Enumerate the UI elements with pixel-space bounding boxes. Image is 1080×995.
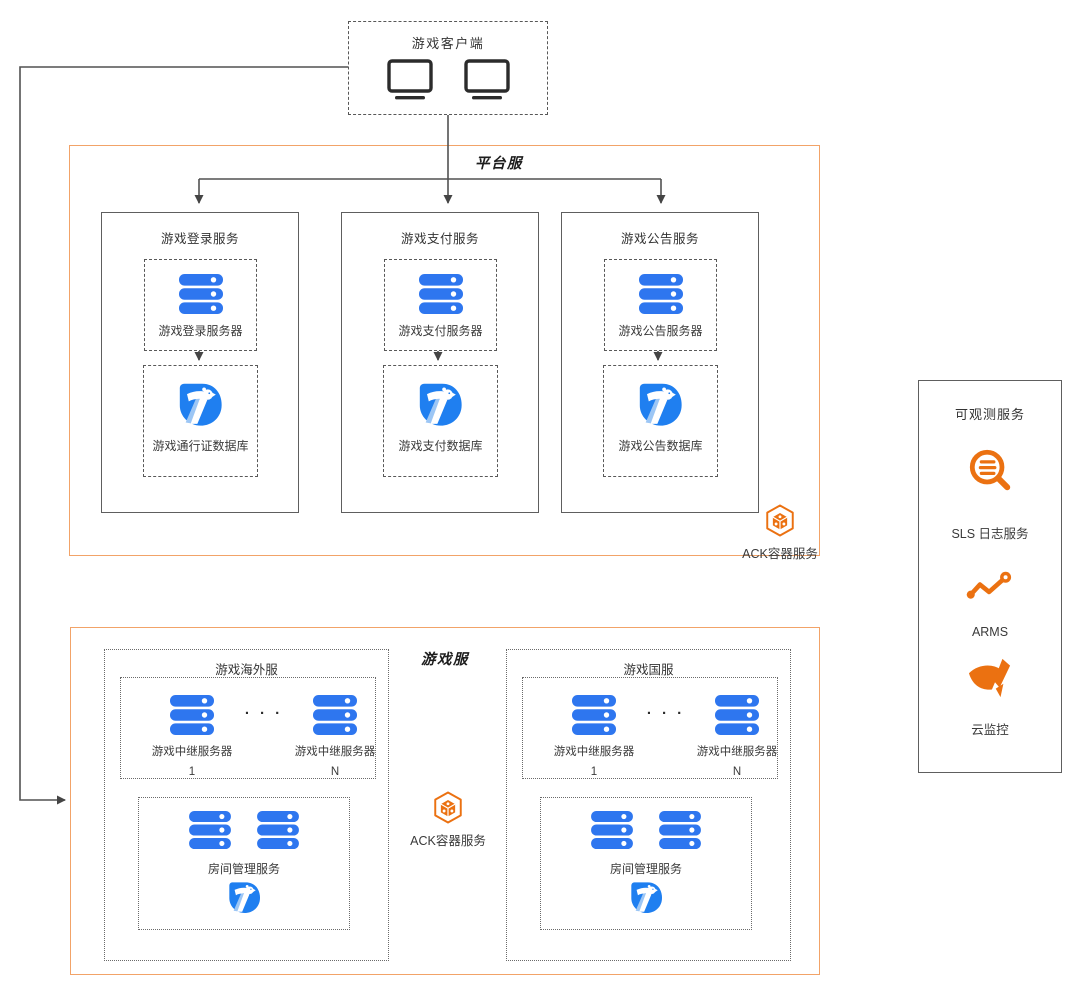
monitor-icon <box>386 59 434 100</box>
payment-server-label: 游戏支付服务器 <box>398 324 483 338</box>
china-relay-box: 游戏中继服务器 1 · · · 游戏中继服务器 N <box>522 677 778 779</box>
polardb-database-icon <box>178 382 223 427</box>
china-group-title: 游戏国服 <box>623 663 674 677</box>
platform-ack-badge: ACK容器服务 <box>710 504 850 562</box>
announcement-service-title: 游戏公告服务 <box>620 232 699 246</box>
relay-server-label: 游戏中继服务器 <box>294 746 376 758</box>
announcement-server-label: 游戏公告服务器 <box>618 324 703 338</box>
payment-service-box: 游戏支付服务 游戏支付服务器 游戏支付数据库 <box>341 212 539 513</box>
platform-section: 平台服 游戏登录服务 游戏登录服务器 游戏通行证数据库 游戏支付服务 游戏支付服… <box>69 145 820 561</box>
server-stack-icon <box>189 811 231 849</box>
china-server-group: 游戏国服 游戏中继服务器 1 · · · 游戏中继服务器 N <box>506 649 791 961</box>
platform-section-title: 平台服 <box>475 156 523 172</box>
ellipsis-dots: · · · <box>646 705 686 722</box>
relay-server-unit: 游戏中继服务器 N <box>687 695 787 780</box>
ack-container-service-icon <box>433 791 463 824</box>
server-stack-icon <box>639 274 683 314</box>
observability-panel: 可观测服务 SLS 日志服务 ARMS 云监控 <box>918 380 1062 773</box>
game-section: 游戏服 游戏海外服 游戏中继服务器 1 · · · 游戏中继服务器 N <box>70 627 820 975</box>
polardb-database-icon <box>228 881 261 914</box>
server-stack-icon <box>715 695 759 735</box>
relay-server-index: 1 <box>590 765 598 778</box>
relay-server-unit: 游戏中继服务器 N <box>285 695 385 780</box>
room-server-icons <box>591 811 701 849</box>
login-service-title: 游戏登录服务 <box>160 232 239 246</box>
payment-database-label: 游戏支付数据库 <box>398 439 483 453</box>
payment-database-cell: 游戏支付数据库 <box>383 365 498 477</box>
announcement-database-label: 游戏公告数据库 <box>618 439 703 453</box>
server-stack-icon <box>591 811 633 849</box>
game-client-box: 游戏客户端 <box>348 21 548 115</box>
login-server-label: 游戏登录服务器 <box>158 324 243 338</box>
ack-container-service-icon <box>765 504 795 537</box>
login-service-box: 游戏登录服务 游戏登录服务器 游戏通行证数据库 <box>101 212 299 513</box>
arms-label: ARMS <box>971 625 1009 639</box>
announcement-database-cell: 游戏公告数据库 <box>603 365 718 477</box>
overseas-server-group: 游戏海外服 游戏中继服务器 1 · · · 游戏中继服务器 N <box>104 649 389 961</box>
room-management-label: 房间管理服务 <box>609 862 682 876</box>
passport-database-label: 游戏通行证数据库 <box>152 439 249 453</box>
game-section-title: 游戏服 <box>421 652 469 668</box>
game-ack-badge: ACK容器服务 <box>378 791 518 849</box>
server-stack-icon <box>572 695 616 735</box>
overseas-room-management-box: 房间管理服务 <box>138 797 350 930</box>
game-ack-label: ACK容器服务 <box>410 834 486 848</box>
china-room-management-box: 房间管理服务 <box>540 797 752 930</box>
server-stack-icon <box>313 695 357 735</box>
server-stack-icon <box>659 811 701 849</box>
relay-server-label: 游戏中继服务器 <box>696 746 778 758</box>
client-monitors <box>349 59 547 100</box>
relay-server-index: 1 <box>188 765 196 778</box>
relay-server-label: 游戏中继服务器 <box>553 746 635 758</box>
login-server-cell: 游戏登录服务器 <box>144 259 257 351</box>
server-stack-icon <box>179 274 223 314</box>
monitor-icon <box>463 59 511 100</box>
server-stack-icon <box>170 695 214 735</box>
sls-log-search-icon <box>967 447 1013 493</box>
cloud-monitor-gauge-icon <box>967 657 1013 701</box>
room-management-label: 房间管理服务 <box>207 862 280 876</box>
polardb-database-icon <box>418 382 463 427</box>
server-stack-icon <box>419 274 463 314</box>
game-client-title: 游戏客户端 <box>411 36 485 51</box>
sls-label: SLS 日志服务 <box>951 527 1029 541</box>
cloud-monitor-label: 云监控 <box>971 723 1009 737</box>
payment-server-cell: 游戏支付服务器 <box>384 259 497 351</box>
relay-server-unit: 游戏中继服务器 1 <box>544 695 644 780</box>
relay-server-index: N <box>330 765 340 778</box>
relay-server-unit: 游戏中继服务器 1 <box>142 695 242 780</box>
passport-database-cell: 游戏通行证数据库 <box>143 365 258 477</box>
platform-ack-label: ACK容器服务 <box>742 547 818 561</box>
announcement-server-cell: 游戏公告服务器 <box>604 259 717 351</box>
arms-line-chart-icon <box>966 569 1014 602</box>
relay-server-index: N <box>732 765 742 778</box>
relay-server-label: 游戏中继服务器 <box>151 746 233 758</box>
overseas-group-title: 游戏海外服 <box>215 663 278 677</box>
polardb-database-icon <box>630 881 663 914</box>
polardb-database-icon <box>638 382 683 427</box>
server-stack-icon <box>257 811 299 849</box>
overseas-relay-box: 游戏中继服务器 1 · · · 游戏中继服务器 N <box>120 677 376 779</box>
announcement-service-box: 游戏公告服务 游戏公告服务器 游戏公告数据库 <box>561 212 759 513</box>
ellipsis-dots: · · · <box>244 705 284 722</box>
room-server-icons <box>189 811 299 849</box>
payment-service-title: 游戏支付服务 <box>400 232 479 246</box>
observability-title: 可观测服务 <box>954 407 1025 422</box>
